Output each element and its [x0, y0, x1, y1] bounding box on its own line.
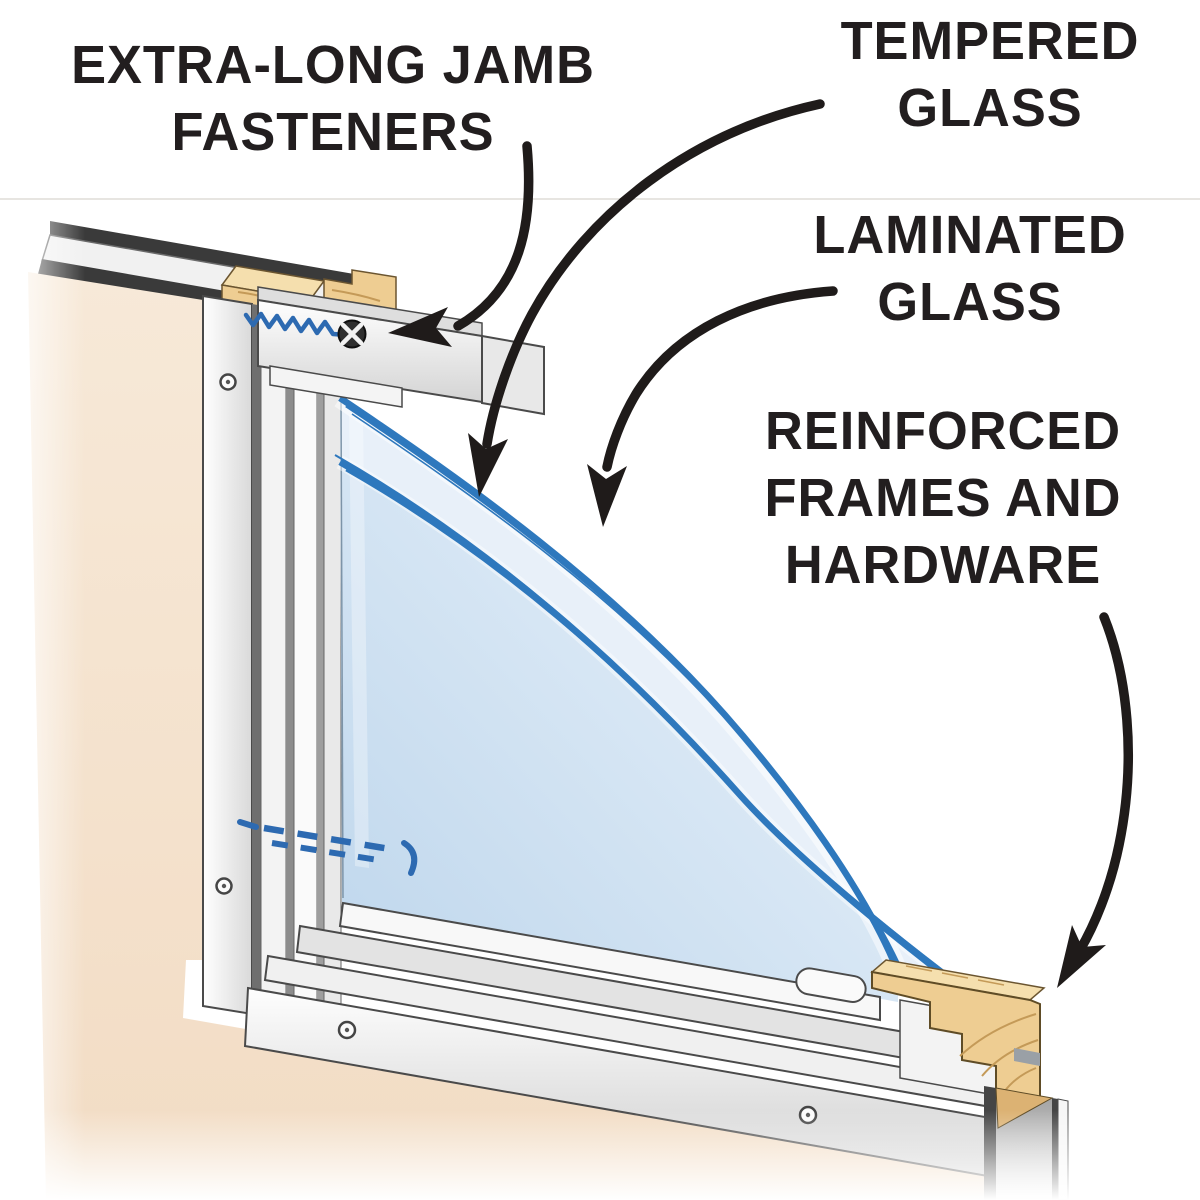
label-line: GLASS [877, 272, 1063, 332]
label-tempered-glass: TEMPERED GLASS [786, 8, 1193, 142]
jamb-trim-strips [202, 294, 342, 1030]
label-line: EXTRA-LONG JAMB [71, 35, 595, 95]
sill-screw-hole [337, 1020, 357, 1040]
wood-front-face [871, 970, 1041, 1104]
wall-face [28, 272, 1039, 1200]
label-laminated-glass: LAMINATED GLASS [766, 202, 1173, 336]
tempered-glass-edge [338, 395, 911, 989]
callout-arrows [388, 99, 1133, 988]
sill-glazing-cap [795, 967, 867, 1003]
laminated-glass-band [340, 398, 962, 988]
screw-head-icon [337, 319, 367, 349]
label-line: HARDWARE [784, 535, 1102, 595]
page-divider-line [0, 198, 1200, 200]
wood-slot [1014, 1048, 1040, 1066]
left-fade [0, 210, 85, 1200]
glass-panes [334, 389, 969, 1002]
label-line: TEMPERED [840, 11, 1140, 71]
label-line: FASTENERS [171, 102, 495, 162]
arrow-reinforced-frames [1057, 612, 1133, 988]
arrow-laminated-glass [587, 286, 838, 527]
label-line: REINFORCED [764, 401, 1121, 461]
hidden-fastener-dashes [237, 819, 418, 876]
bottom-fade [0, 1110, 1100, 1200]
arrow-jamb-fasteners [388, 141, 534, 347]
trim-screw-hole [215, 877, 233, 895]
head-glazing-stop [269, 365, 403, 408]
laminated-glass-edge [334, 454, 969, 998]
trim-screw-hole [219, 373, 237, 391]
label-reinforced-frames-hardware: REINFORCED FRAMES AND HARDWARE [741, 398, 1145, 599]
label-line: LAMINATED [813, 205, 1127, 265]
label-line: GLASS [897, 78, 1083, 138]
jamb-fastener-screw [243, 311, 367, 349]
label-extra-long-jamb-fasteners: EXTRA-LONG JAMB FASTENERS [31, 32, 634, 166]
arrow-tempered-glass [468, 99, 825, 497]
label-line: FRAMES AND [764, 468, 1122, 528]
